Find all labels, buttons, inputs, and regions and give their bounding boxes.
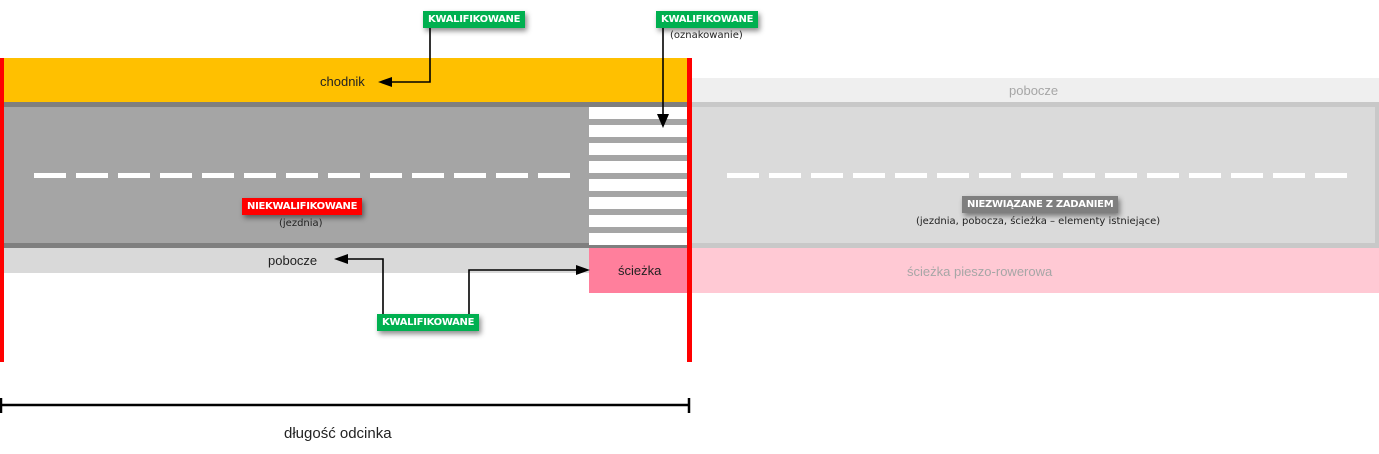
section-length-label: długość odcinka: [284, 425, 392, 442]
lane-dash: [1147, 173, 1179, 178]
lane-dash: [538, 173, 570, 178]
sidewalk: [0, 58, 690, 102]
shoulder-path-qualified-tag: KWALIFIKOWANE: [377, 314, 480, 331]
center-line-dashes-section: [34, 173, 570, 178]
sidewalk-label: chodnik: [320, 74, 365, 89]
existing-path: [690, 248, 1379, 293]
existing-shoulder-top: [690, 78, 1379, 102]
lane-dash: [244, 173, 276, 178]
arrow-head-icon: [378, 77, 392, 87]
lane-dash: [1021, 173, 1053, 178]
lane-dash: [1273, 173, 1305, 178]
lane-dash: [811, 173, 843, 178]
crossing-stripe: [589, 179, 688, 191]
path-label: ścieżka: [618, 263, 662, 278]
lane-dash: [1105, 173, 1137, 178]
lane-dash: [202, 173, 234, 178]
lane-dash: [1189, 173, 1221, 178]
lane-dash: [937, 173, 969, 178]
crossing-stripe: [589, 125, 688, 137]
lane-dash: [853, 173, 885, 178]
lane-dash: [160, 173, 192, 178]
roadway-unqualified-tag: NIEKWALIFIKOWANE: [242, 198, 363, 215]
crossing-stripe: [589, 197, 688, 209]
lane-dash: [1231, 173, 1263, 178]
unrelated-sub-label: (jezdnia, pobocza, ścieżka – elementy is…: [916, 216, 1161, 227]
unrelated-tag: NIEZWIĄZANE Z ZADANIEM: [962, 196, 1119, 213]
lane-dash: [412, 173, 444, 178]
lane-dash: [1315, 173, 1347, 178]
lane-dash: [727, 173, 759, 178]
section-start-boundary: [0, 58, 4, 362]
existing-path-label: ścieżka pieszo-rowerowa: [907, 264, 1053, 279]
lane-dash: [286, 173, 318, 178]
lane-dash: [769, 173, 801, 178]
lane-dash: [328, 173, 360, 178]
lane-dash: [454, 173, 486, 178]
lane-dash: [118, 173, 150, 178]
arrow-head-icon: [576, 265, 590, 275]
sidewalk-qualified-tag: KWALIFIKOWANE: [423, 11, 526, 28]
lane-dash: [979, 173, 1011, 178]
sidewalk-connector: [390, 26, 431, 83]
shoulder-label: pobocze: [268, 253, 318, 268]
lane-dash: [34, 173, 66, 178]
path: [589, 248, 690, 293]
lane-dash: [76, 173, 108, 178]
shoulder-connector: [346, 258, 384, 318]
lane-dash: [370, 173, 402, 178]
arrow-head-icon: [657, 114, 669, 128]
lane-dash: [496, 173, 528, 178]
arrow-head-icon: [334, 254, 348, 264]
crossing-stripe: [589, 143, 688, 155]
lane-dash: [895, 173, 927, 178]
crossing-stripe: [589, 233, 688, 245]
existing-shoulder-top-label: pobocze: [1009, 83, 1059, 98]
center-line-dashes-existing: [727, 173, 1347, 178]
marking-sub-label: (oznakowanie): [670, 30, 743, 41]
marking-qualified-tag: KWALIFIKOWANE: [656, 11, 759, 28]
roadway-sub-label: (jezdnia): [279, 218, 323, 229]
shoulder: [0, 248, 590, 273]
section-end-boundary: [687, 58, 692, 362]
crossing-stripe: [589, 215, 688, 227]
crossing-stripe: [589, 161, 688, 173]
lane-dash: [1063, 173, 1095, 178]
path-connector: [468, 269, 580, 318]
